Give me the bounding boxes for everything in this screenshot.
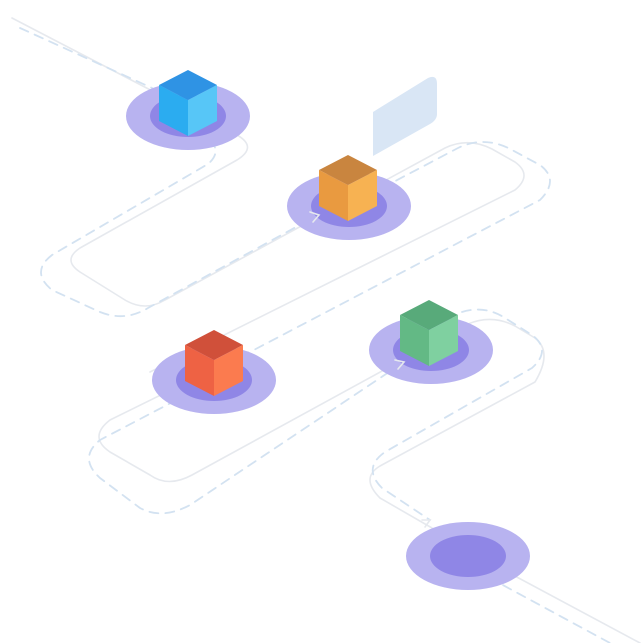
node-red <box>152 330 276 414</box>
arrow-head <box>394 359 406 370</box>
cube-icon <box>159 70 217 136</box>
pad-inner <box>430 535 506 577</box>
node-empty <box>406 522 530 590</box>
arrow-head <box>309 211 321 223</box>
node-green <box>369 300 493 384</box>
solid-route-lower <box>98 318 545 529</box>
dashed-route-upper <box>19 27 551 353</box>
solid-route-upper <box>11 17 525 373</box>
node-orange <box>287 155 411 240</box>
floating-card <box>373 76 437 156</box>
diagram-nodes <box>126 70 530 590</box>
cube-icon <box>319 155 377 221</box>
cube-icon <box>400 300 458 366</box>
cube-icon <box>185 330 243 396</box>
dashed-route-lower <box>88 308 543 521</box>
arrow-head <box>421 519 432 528</box>
node-blue <box>126 70 250 150</box>
path-arrows <box>309 211 432 528</box>
flow-paths <box>11 17 641 643</box>
card-shape <box>373 76 437 156</box>
